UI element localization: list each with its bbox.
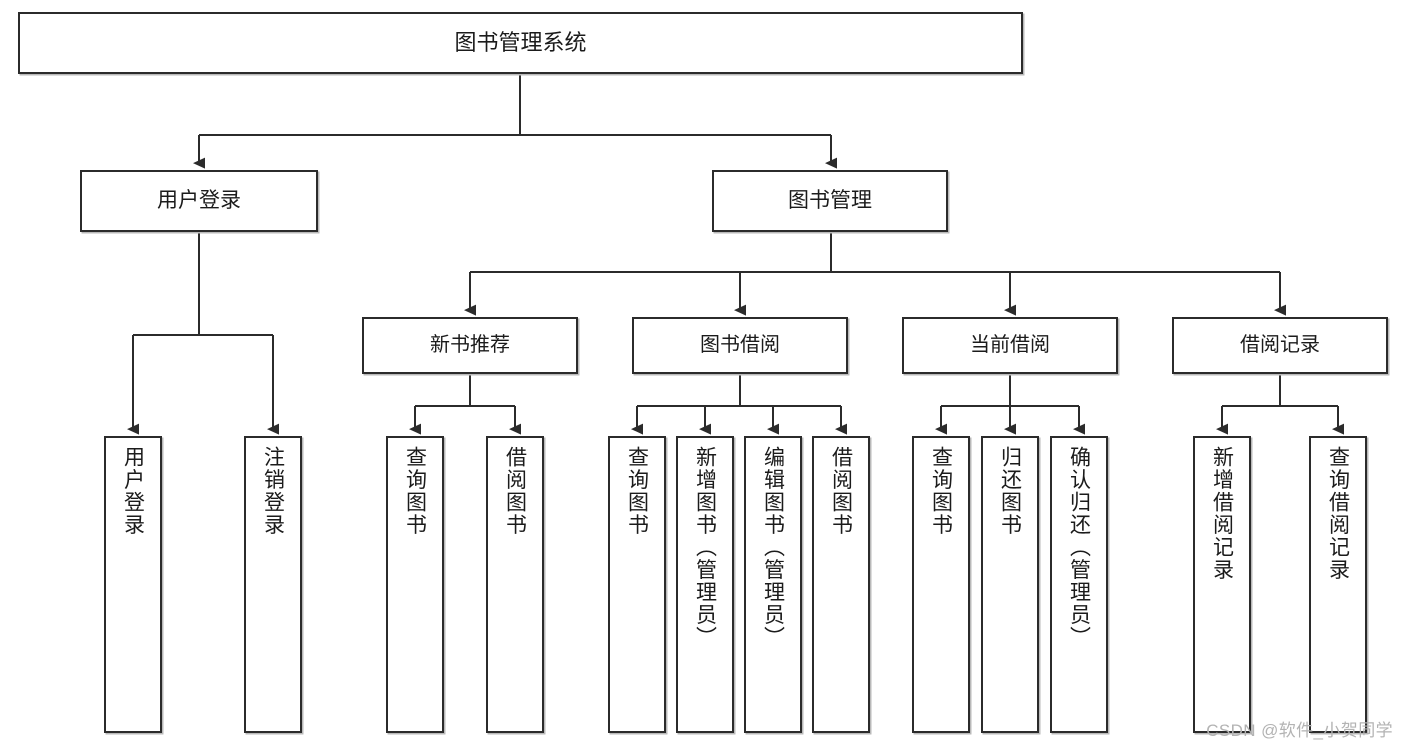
node-label: 查询图书 [929, 446, 953, 536]
leaf-borrow-record-add[interactable]: 新增借阅记录 [1193, 436, 1251, 733]
leaf-borrow-record-query[interactable]: 查询借阅记录 [1309, 436, 1367, 733]
csdn-watermark: CSDN @软件_小贺同学 [1206, 721, 1393, 740]
node-label: 注销登录 [261, 446, 285, 536]
leaf-user-login-signout[interactable]: 注销登录 [244, 436, 302, 733]
node-label: 借阅图书 [503, 446, 527, 536]
node-label: 确认归还（管理员） [1067, 446, 1091, 649]
node-label: 图书借阅 [700, 333, 780, 356]
leaf-new-book-query[interactable]: 查询图书 [386, 436, 444, 733]
leaf-book-borrow-add[interactable]: 新增图书（管理员） [676, 436, 734, 733]
node-label: 新增借阅记录 [1210, 446, 1234, 581]
node-label: 新增图书（管理员） [693, 446, 717, 649]
node-label: 借阅记录 [1240, 333, 1320, 356]
node-label: 编辑图书（管理员） [761, 446, 785, 649]
node-user-login[interactable]: 用户登录 [80, 170, 318, 232]
node-label: 查询借阅记录 [1326, 446, 1350, 581]
node-root-book-management-system[interactable]: 图书管理系统 [18, 12, 1023, 74]
node-label: 借阅图书 [829, 446, 853, 536]
node-label: 用户登录 [157, 188, 241, 212]
node-current-borrow[interactable]: 当前借阅 [902, 317, 1118, 374]
leaf-book-borrow-edit[interactable]: 编辑图书（管理员） [744, 436, 802, 733]
leaf-book-borrow-borrow[interactable]: 借阅图书 [812, 436, 870, 733]
leaf-current-borrow-query[interactable]: 查询图书 [912, 436, 970, 733]
node-label: 图书管理系统 [454, 30, 587, 56]
node-label: 查询图书 [403, 446, 427, 536]
node-label: 新书推荐 [430, 333, 510, 356]
node-label: 图书管理 [788, 188, 872, 212]
node-label: 用户登录 [121, 446, 145, 536]
node-new-book-recommend[interactable]: 新书推荐 [362, 317, 578, 374]
leaf-new-book-borrow[interactable]: 借阅图书 [486, 436, 544, 733]
leaf-user-login-signin[interactable]: 用户登录 [104, 436, 162, 733]
node-book-borrow[interactable]: 图书借阅 [632, 317, 848, 374]
node-label: 当前借阅 [970, 333, 1050, 356]
node-label: 归还图书 [998, 446, 1022, 536]
node-borrow-record[interactable]: 借阅记录 [1172, 317, 1388, 374]
leaf-book-borrow-query[interactable]: 查询图书 [608, 436, 666, 733]
node-label: 查询图书 [625, 446, 649, 536]
leaf-current-borrow-confirm-return[interactable]: 确认归还（管理员） [1050, 436, 1108, 733]
leaf-current-borrow-return[interactable]: 归还图书 [981, 436, 1039, 733]
node-book-management[interactable]: 图书管理 [712, 170, 948, 232]
